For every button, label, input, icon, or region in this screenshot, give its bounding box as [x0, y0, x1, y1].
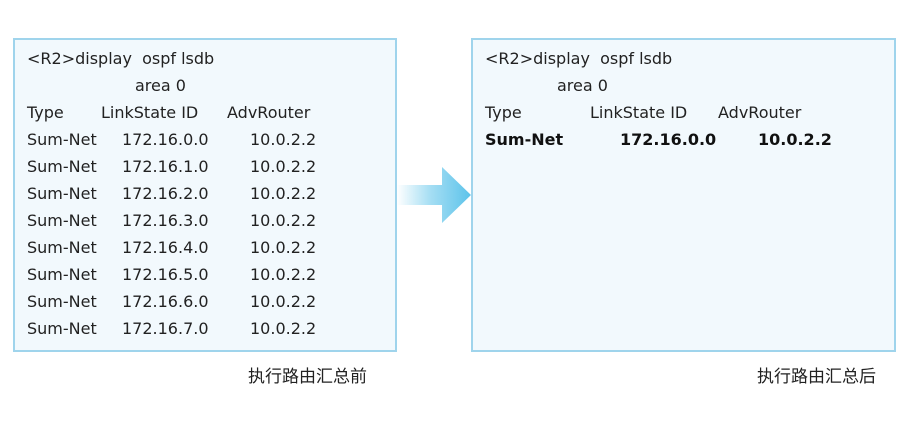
area-label: area 0 [135, 76, 186, 95]
caption-after-summarization: 执行路由汇总后 [757, 367, 876, 387]
row-advrouter: 10.0.2.2 [758, 130, 832, 149]
row-type: Sum-Net [485, 130, 564, 149]
row-linkstate-id: 172.16.2.0 [122, 184, 209, 203]
row-linkstate-id: 172.16.5.0 [122, 265, 209, 284]
caption-before-summarization: 执行路由汇总前 [248, 367, 367, 387]
row-advrouter: 10.0.2.2 [250, 319, 317, 338]
row-type: Sum-Net [27, 157, 97, 176]
row-type: Sum-Net [27, 130, 97, 149]
row-advrouter: 10.0.2.2 [250, 238, 317, 257]
row-advrouter: 10.0.2.2 [250, 211, 317, 230]
area-label: area 0 [557, 76, 608, 95]
row-type: Sum-Net [27, 265, 97, 284]
row-type: Sum-Net [27, 211, 97, 230]
command-line: <R2>display ospf lsdb [27, 49, 215, 68]
row-linkstate-id: 172.16.7.0 [122, 319, 209, 338]
row-type: Sum-Net [27, 292, 97, 311]
row-advrouter: 10.0.2.2 [250, 292, 317, 311]
right-arrow-icon [397, 167, 471, 223]
lsdb-panel-after: <R2>display ospf lsdb area 0 Type LinkSt… [471, 38, 896, 352]
row-advrouter: 10.0.2.2 [250, 184, 317, 203]
row-type: Sum-Net [27, 319, 97, 338]
row-advrouter: 10.0.2.2 [250, 130, 317, 149]
row-type: Sum-Net [27, 184, 97, 203]
header-advrouter: AdvRouter [227, 103, 311, 122]
row-linkstate-id: 172.16.6.0 [122, 292, 209, 311]
header-type: Type [485, 103, 522, 122]
header-linkstate-id: LinkState ID [101, 103, 199, 122]
header-advrouter: AdvRouter [718, 103, 802, 122]
header-type: Type [27, 103, 64, 122]
row-linkstate-id: 172.16.4.0 [122, 238, 209, 257]
row-linkstate-id: 172.16.0.0 [620, 130, 717, 149]
row-linkstate-id: 172.16.0.0 [122, 130, 209, 149]
lsdb-panel-before: <R2>display ospf lsdb area 0 Type LinkSt… [13, 38, 397, 352]
row-advrouter: 10.0.2.2 [250, 157, 317, 176]
command-line: <R2>display ospf lsdb [485, 49, 673, 68]
row-linkstate-id: 172.16.3.0 [122, 211, 209, 230]
row-type: Sum-Net [27, 238, 97, 257]
row-linkstate-id: 172.16.1.0 [122, 157, 209, 176]
row-advrouter: 10.0.2.2 [250, 265, 317, 284]
header-linkstate-id: LinkState ID [590, 103, 688, 122]
